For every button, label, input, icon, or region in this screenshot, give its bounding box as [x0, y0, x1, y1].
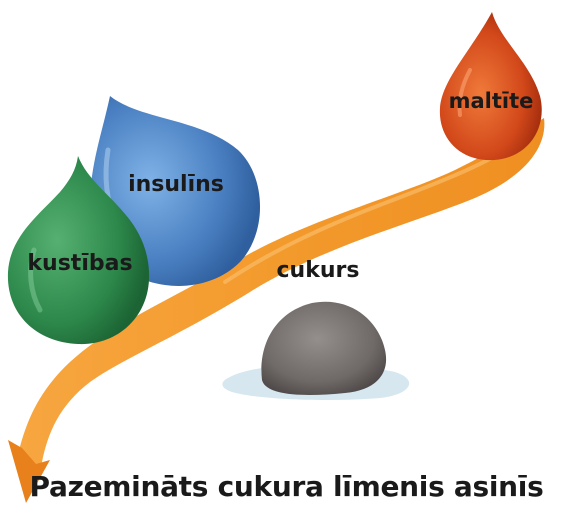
meal-drop: [440, 12, 542, 160]
insulin-label: insulīns: [128, 172, 224, 197]
meal-label: maltīte: [449, 89, 534, 113]
fulcrum-stone: [261, 302, 386, 395]
caption-text: Pazemināts cukura līmenis asinīs: [0, 470, 573, 503]
sugar-label: cukurs: [277, 258, 360, 283]
exercise-label: kustības: [27, 251, 132, 276]
